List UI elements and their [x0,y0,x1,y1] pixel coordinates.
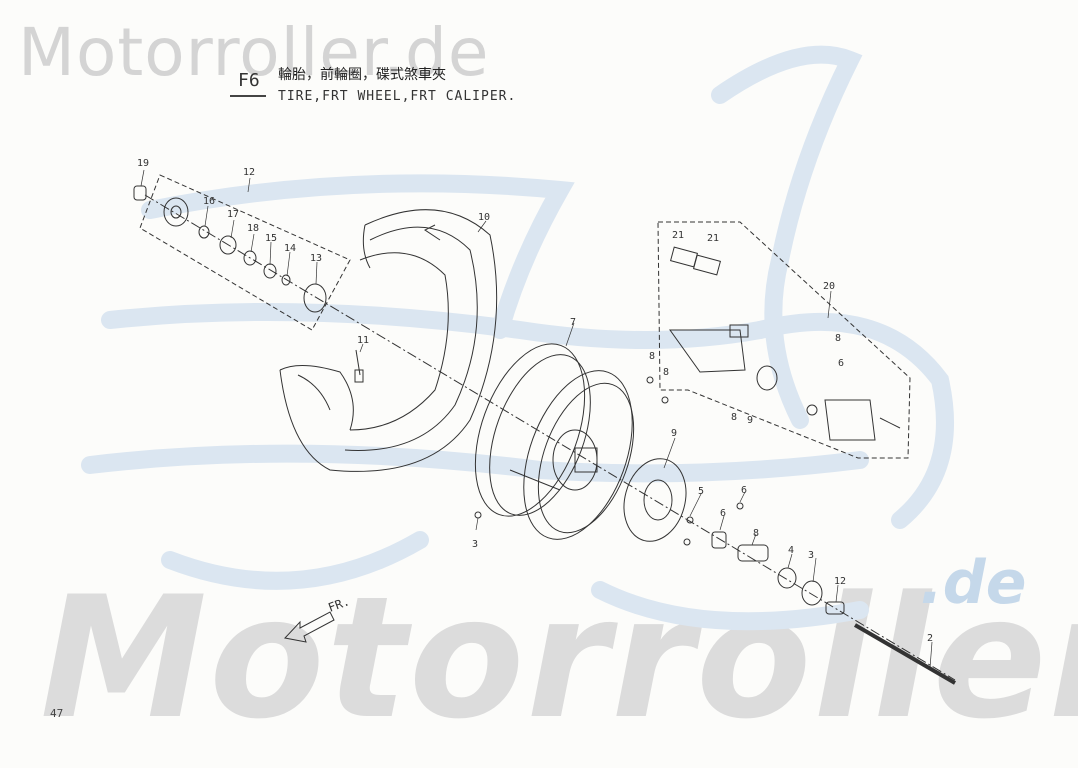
tire-part-10 [279,209,498,472]
part-12-oil-seal [801,580,823,606]
callout-number: 15 [265,233,277,244]
callout-number: 17 [227,209,239,220]
callout-number: 9 [671,428,677,439]
valve-part-11 [354,349,364,383]
watermark-top: Motorroller.de [18,14,490,91]
callout-number: 8 [649,351,655,362]
callout-number: 21 [672,230,684,241]
brake-disc [623,458,687,542]
part-12-collar [163,197,189,227]
part-17-bearing [219,235,237,255]
part-3-spacer [711,531,727,549]
leader-lines [140,169,933,669]
callout-number: 3 [808,550,814,561]
axle-part-1 [853,623,957,685]
scooter-watermark [81,45,954,631]
title-chinese: 輪胎，前輪圈，碟式煞車夾 [278,67,446,83]
callout-number: 8 [663,367,669,378]
title-english: TIRE,FRT WHEEL,FRT CALIPER. [278,89,517,104]
callout-number: 11 [357,335,369,346]
page-number: 47 [50,707,64,720]
part-3-bearing [777,567,797,589]
callout-number: 12 [243,167,255,178]
callout-number: 5 [698,486,704,497]
part-15-washer [263,263,277,279]
brake-caliper [669,246,901,441]
part-19-nut [133,185,147,201]
part-13-seal-ring [303,283,327,313]
part-16-ring [198,225,210,239]
callout-number: 20 [823,281,835,292]
axle-centerline [144,194,956,681]
part-14-clip [281,274,291,286]
part-4-spacer [737,544,769,562]
part-2-collar [825,601,845,615]
callout-number: 6 [838,358,844,369]
callout-number: 21 [707,233,719,244]
callout-number: 14 [284,243,296,254]
front-direction-label: FR. [326,594,351,615]
callout-number: 3 [472,539,478,550]
callout-number: 6 [741,485,747,496]
callout-number: 19 [137,158,149,169]
callout-number: 8 [835,333,841,344]
callout-number: 4 [788,545,794,556]
callout-number: 12 [834,576,846,587]
callout-number: 6 [720,508,726,519]
caliper-kit-box [657,221,911,459]
callout-number: 7 [570,317,576,328]
part-18-seal [243,250,257,266]
callout-number: 8 [753,528,759,539]
callout-number: 2 [927,633,933,644]
code-underline [230,95,266,97]
callout-number: 9 [747,415,753,426]
watermark-suffix: .de [920,548,1027,618]
bearing-kit-box [139,174,351,331]
front-direction-arrow [284,611,335,643]
callout-number: 16 [203,196,215,207]
callout-number: 8 [731,412,737,423]
diagram-code: F6 [238,70,260,91]
rim-part-7 [474,343,635,540]
callout-number: 18 [247,223,259,234]
callout-number: 10 [478,212,490,223]
callout-number: 13 [310,253,322,264]
watermark-bottom: Motorroller [40,560,1078,756]
